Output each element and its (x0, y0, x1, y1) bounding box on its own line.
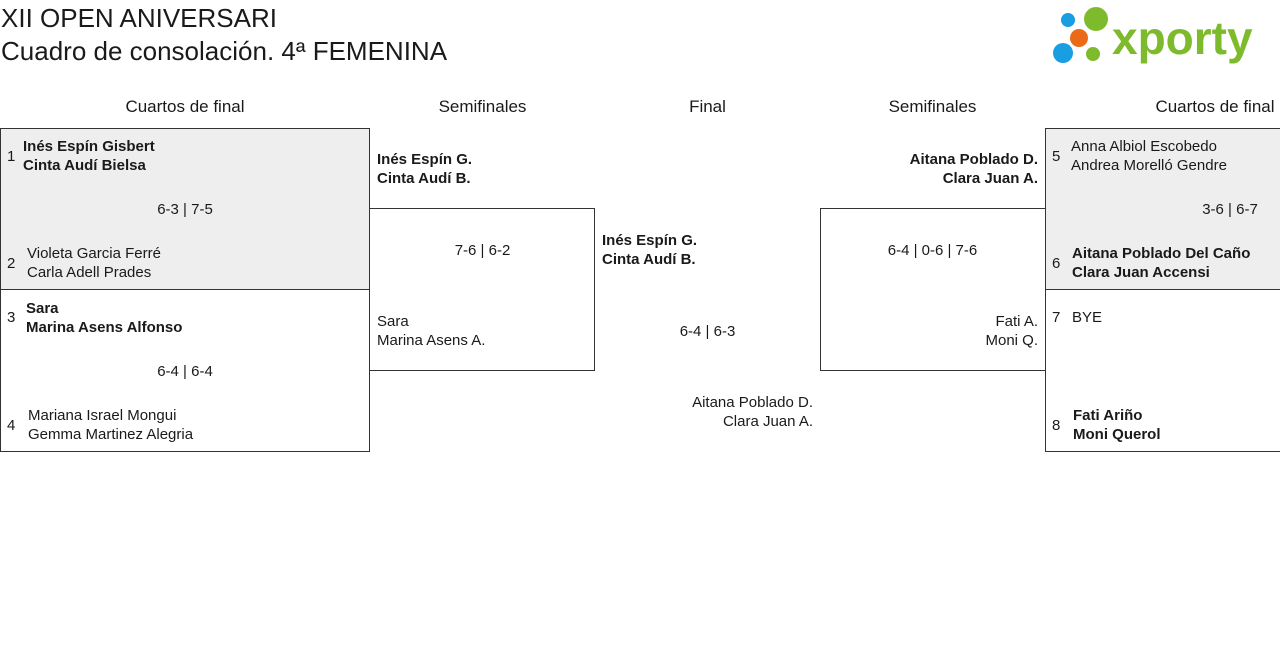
team-qf1-top[interactable]: Inés Espín Gisbert Cinta Audí Bielsa (23, 137, 155, 175)
team-qf4-bottom[interactable]: Fati Ariño Moni Querol (1073, 406, 1161, 444)
player-name: Aitana Poblado Del Caño (1072, 245, 1251, 262)
match-score: 6-4 | 0-6 | 7-6 (887, 242, 978, 259)
seed-number: 7 (1052, 309, 1061, 326)
player-name: Cinta Audí Bielsa (23, 157, 146, 174)
team-qf4-top[interactable]: BYE (1072, 308, 1102, 327)
player-name: Andrea Morelló Gendre (1071, 157, 1227, 174)
player-name: Carla Adell Prades (27, 264, 152, 281)
seed-number: 1 (7, 148, 16, 165)
player-name: BYE (1072, 309, 1103, 326)
player-name: Cinta Audí B. (377, 170, 471, 187)
round-header-left-quarterfinals: Cuartos de final (125, 97, 245, 116)
player-name: Clara Juan A. (722, 413, 813, 430)
player-name: Inés Espín G. (602, 232, 698, 249)
team-sf-left-bottom[interactable]: Sara Marina Asens A. (377, 312, 485, 350)
seed-number: 4 (7, 417, 16, 434)
team-qf3-bottom[interactable]: Aitana Poblado Del Caño Clara Juan Accen… (1072, 244, 1250, 282)
match-score: 6-4 | 6-4 (157, 363, 213, 380)
draw-title: Cuadro de consolación. 4ª FEMENINA (1, 36, 448, 66)
team-qf2-bottom[interactable]: Mariana Israel Mongui Gemma Martinez Ale… (28, 406, 193, 444)
player-name: Clara Juan A. (942, 170, 1038, 187)
round-header-right-semifinals: Semifinales (888, 97, 977, 116)
player-name: Sara (26, 300, 59, 317)
round-header-final: Final (689, 97, 726, 116)
match-qf-4[interactable] (1045, 289, 1280, 452)
team-final-bottom[interactable]: Aitana Poblado D. Clara Juan A. (600, 393, 813, 431)
player-name: Clara Juan Accensi (1072, 264, 1210, 281)
team-sf-left-top[interactable]: Inés Espín G. Cinta Audí B. (377, 150, 472, 188)
team-final-top[interactable]: Inés Espín G. Cinta Audí B. (602, 231, 697, 269)
player-name: Violeta Garcia Ferré (27, 245, 161, 262)
player-name: Mariana Israel Mongui (28, 407, 177, 424)
team-qf2-top[interactable]: Sara Marina Asens Alfonso (26, 299, 182, 337)
team-sf-right-bottom[interactable]: Fati A. Moni Q. (830, 312, 1038, 350)
seed-number: 2 (7, 255, 16, 272)
player-name: Sara (377, 313, 409, 330)
match-qf-1[interactable] (0, 128, 370, 290)
player-name: Fati Ariño (1073, 407, 1143, 424)
player-name: Inés Espín Gisbert (23, 138, 155, 155)
player-name: Moni Q. (985, 332, 1038, 349)
match-sf-left[interactable] (369, 208, 595, 371)
round-header-left-semifinals: Semifinales (438, 97, 527, 116)
team-sf-right-top[interactable]: Aitana Poblado D. Clara Juan A. (830, 150, 1038, 188)
player-name: Anna Albiol Escobedo (1071, 138, 1217, 155)
player-name: Marina Asens Alfonso (26, 319, 183, 336)
player-name: Aitana Poblado D. (692, 394, 813, 411)
player-name: Marina Asens A. (377, 332, 486, 349)
player-name: Fati A. (995, 313, 1038, 330)
seed-number: 6 (1052, 255, 1061, 272)
match-score: 6-3 | 7-5 (157, 201, 213, 218)
player-name: Inés Espín G. (377, 151, 473, 168)
player-name: Aitana Poblado D. (909, 151, 1038, 168)
match-score: 3-6 | 6-7 (1202, 201, 1258, 218)
player-name: Gemma Martinez Alegria (28, 426, 194, 443)
team-qf3-top[interactable]: Anna Albiol Escobedo Andrea Morelló Gend… (1071, 137, 1227, 175)
team-qf1-bottom[interactable]: Violeta Garcia Ferré Carla Adell Prades (27, 244, 161, 282)
xporty-logo[interactable]: xporty (1052, 4, 1276, 68)
match-score: 7-6 | 6-2 (454, 242, 511, 259)
seed-number: 3 (7, 309, 16, 326)
tournament-title: XII OPEN ANIVERSARI (1, 3, 277, 33)
logo-text: xporty (1112, 12, 1253, 64)
final-score: 6-4 | 6-3 (679, 323, 736, 340)
player-name: Cinta Audí B. (602, 251, 696, 268)
round-header-right-quarterfinals: Cuartos de final (1155, 97, 1275, 116)
seed-number: 5 (1052, 148, 1061, 165)
match-qf-3[interactable] (1045, 128, 1280, 290)
xporty-logo-mark: xporty (1053, 7, 1253, 64)
seed-number: 8 (1052, 417, 1061, 434)
player-name: Moni Querol (1073, 426, 1161, 443)
